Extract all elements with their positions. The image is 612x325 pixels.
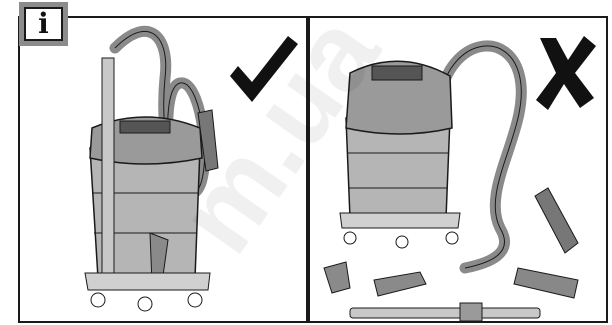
wheel-icon — [91, 293, 105, 307]
wheel-icon — [188, 293, 202, 307]
correct-storage-panel — [18, 16, 308, 323]
incorrect-storage-panel — [308, 16, 608, 323]
extension-tube-icon — [350, 308, 540, 318]
info-icon: i — [24, 7, 63, 41]
info-symbol: i — [38, 10, 49, 38]
floor-nozzle-icon — [535, 188, 578, 253]
nozzle-icon — [324, 262, 350, 293]
vacuum-with-loose-accessories-illustration — [310, 18, 608, 323]
wheel-icon — [138, 297, 152, 311]
checkmark-icon — [230, 36, 298, 102]
wheel-icon — [344, 232, 356, 244]
vacuum-with-stowed-accessories-illustration — [20, 18, 308, 323]
brush-nozzle-icon — [374, 272, 426, 296]
crevice-tool-icon — [514, 268, 578, 298]
cross-icon — [536, 36, 596, 110]
wheel-icon — [446, 232, 458, 244]
wheel-icon — [396, 236, 408, 248]
extension-tube-icon — [102, 58, 114, 278]
info-badge: i — [19, 2, 68, 46]
